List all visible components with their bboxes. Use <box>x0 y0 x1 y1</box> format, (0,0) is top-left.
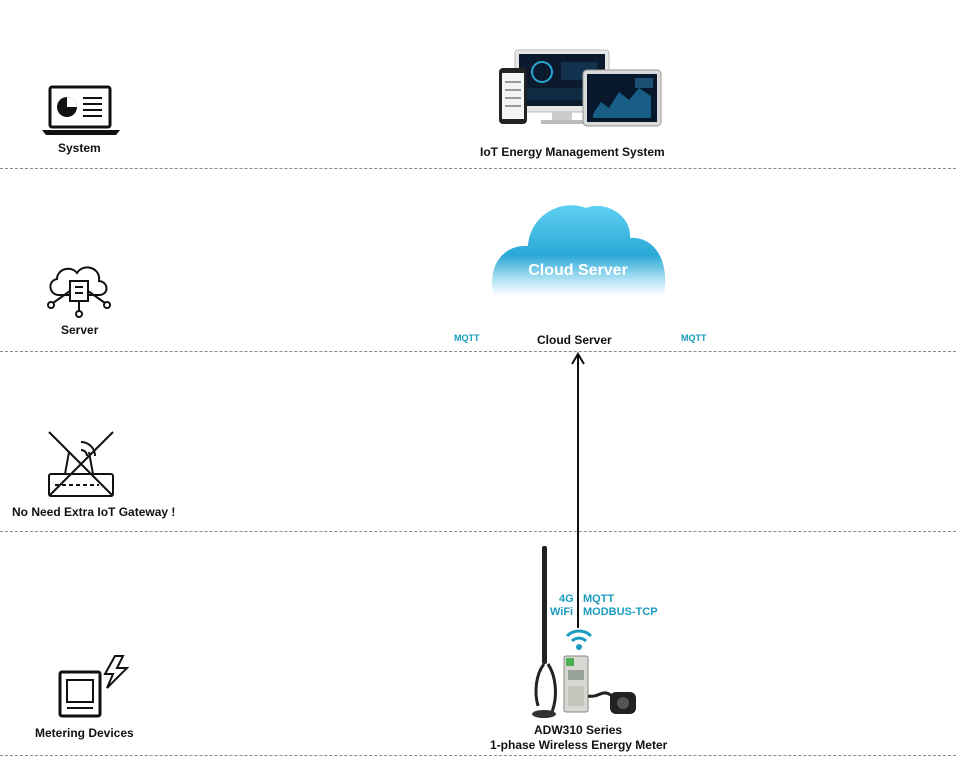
cloud-image-text: Cloud Server <box>528 262 628 279</box>
meter-lightning-icon <box>58 655 130 718</box>
conn-left-2: WiFi <box>550 606 574 618</box>
monitor-tablet-phone-image <box>499 49 662 127</box>
device-line-1: ADW310 Series <box>534 723 623 737</box>
server-center-label: Cloud Server <box>537 333 612 347</box>
system-center-label: IoT Energy Management System <box>480 145 665 159</box>
layer-divider-1 <box>0 168 956 169</box>
layer-divider-4 <box>0 755 956 756</box>
layer-divider-3 <box>0 531 956 532</box>
cloud-network-icon <box>47 266 111 318</box>
system-layer-label: System <box>58 141 101 155</box>
laptop-chart-icon <box>42 85 120 135</box>
layer-divider-2 <box>0 351 956 352</box>
wifi-icon <box>565 629 593 650</box>
connection-arrow <box>571 352 585 628</box>
energy-meter-image <box>532 546 636 718</box>
crossed-router-icon <box>48 431 114 497</box>
conn-left-1: 4G <box>559 593 574 605</box>
gateway-layer-label: No Need Extra IoT Gateway ! <box>12 505 176 519</box>
conn-right-1: MQTT <box>583 593 615 605</box>
server-layer-label: Server <box>61 323 99 337</box>
device-line-2: 1-phase Wireless Energy Meter <box>490 738 668 752</box>
protocol-right-label: MQTT <box>681 333 707 343</box>
conn-right-2: MODBUS-TCP <box>583 606 658 618</box>
devices-layer-label: Metering Devices <box>35 726 134 740</box>
protocol-left-label: MQTT <box>454 333 480 343</box>
cloud-image: Cloud Server <box>492 205 666 296</box>
